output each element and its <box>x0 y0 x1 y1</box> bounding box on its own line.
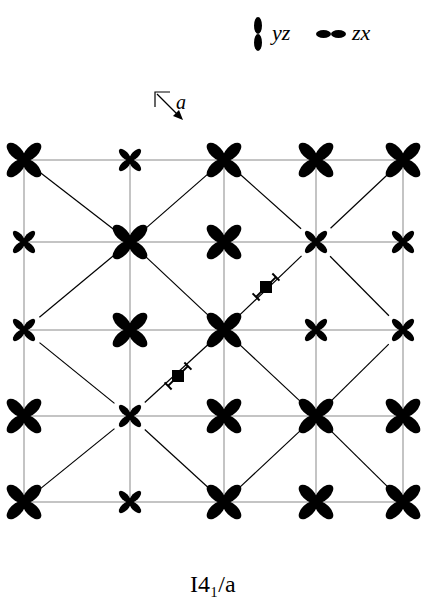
grid-line <box>24 159 403 161</box>
cell-line <box>330 256 389 316</box>
grid-line <box>24 329 403 331</box>
orbital-lobe <box>126 309 151 334</box>
orbital-lobe <box>399 395 424 420</box>
orbital-lobe <box>109 221 134 246</box>
cell-line <box>145 173 209 229</box>
orbital-lobe <box>203 309 228 334</box>
cell-line <box>330 430 389 488</box>
orbital-lobe <box>117 489 133 505</box>
orbital-lobe <box>128 403 144 419</box>
orbital-lobe <box>295 481 320 506</box>
cell-line <box>331 174 389 229</box>
grid-line <box>24 241 403 243</box>
screw-axis-symbols <box>162 271 282 392</box>
orbital-lobe <box>3 139 28 164</box>
orbital-lobe <box>331 30 346 38</box>
orbital-lobe <box>312 481 337 506</box>
cell-line <box>145 430 209 489</box>
legend-label: yz <box>272 22 290 44</box>
orbital-lobe <box>382 395 407 420</box>
orbital-lobe <box>390 229 406 245</box>
orbital-lobe <box>22 229 38 245</box>
space-group-caption: I4₁/a <box>190 572 236 596</box>
screw-axis <box>162 360 194 392</box>
orbital-lobe <box>203 221 228 246</box>
orbital-lobe <box>312 395 337 420</box>
cell-line <box>40 429 115 490</box>
orbital-lobe <box>22 317 38 333</box>
orbital-lobe <box>316 30 331 38</box>
screw-axis <box>250 271 282 303</box>
orbital-lobe <box>312 139 337 164</box>
cell-line <box>39 255 114 317</box>
orbital-lobe <box>220 481 245 506</box>
cell-line <box>239 173 301 228</box>
orbital-lobe <box>117 147 133 163</box>
legend-samples <box>254 17 346 51</box>
orbital-lobe <box>399 481 424 506</box>
orbital-lobe <box>220 221 245 246</box>
orbital-lobe <box>390 317 406 333</box>
cell-line <box>145 344 209 403</box>
cell-line <box>238 256 301 316</box>
orbital-lobe <box>295 395 320 420</box>
orbital-lobe <box>3 395 28 420</box>
orbital-lobe <box>109 309 134 334</box>
orbital-lobe <box>128 489 144 505</box>
orbital-sites <box>3 139 423 522</box>
grey-grid <box>24 160 403 502</box>
orbital-lobe <box>220 309 245 334</box>
orbital-lobe <box>254 17 262 34</box>
grid-line <box>24 501 403 503</box>
orbital-lobe <box>11 317 27 333</box>
orbital-lobe <box>303 229 319 245</box>
orbital-lobe <box>126 221 151 246</box>
orbital-lobe <box>401 317 417 333</box>
orbital-lobe <box>203 481 228 506</box>
orbital-lobe <box>3 481 28 506</box>
orbital-lobe <box>203 139 228 164</box>
orbital-lobe <box>399 139 424 164</box>
axis-label: a <box>176 92 186 112</box>
orbital-lobe <box>295 139 320 164</box>
cell-line <box>330 344 389 402</box>
orbital-lobe <box>314 229 330 245</box>
cell-line <box>145 256 210 317</box>
orbital-lobe <box>401 229 417 245</box>
cell-line <box>239 344 302 403</box>
orbital-lobe <box>220 395 245 420</box>
cell-line <box>40 343 115 404</box>
orbital-lobe <box>314 317 330 333</box>
orbital-lobe <box>220 139 245 164</box>
grid-line <box>24 415 403 417</box>
orbital-lobe <box>11 229 27 245</box>
orbital-lobe <box>20 139 45 164</box>
orbital-lobe <box>254 34 262 51</box>
cell-line <box>239 430 302 489</box>
orbital-lobe <box>117 403 133 419</box>
orbital-lobe <box>382 139 407 164</box>
orbital-lobe <box>203 395 228 420</box>
orbital-lobe <box>382 481 407 506</box>
orbital-lobe <box>20 481 45 506</box>
orbital-lobe <box>128 147 144 163</box>
cell-line <box>40 172 114 230</box>
orbital-lobe <box>20 395 45 420</box>
orbital-lobe <box>303 317 319 333</box>
legend-label: zx <box>352 22 370 44</box>
cell-lines <box>39 172 389 489</box>
